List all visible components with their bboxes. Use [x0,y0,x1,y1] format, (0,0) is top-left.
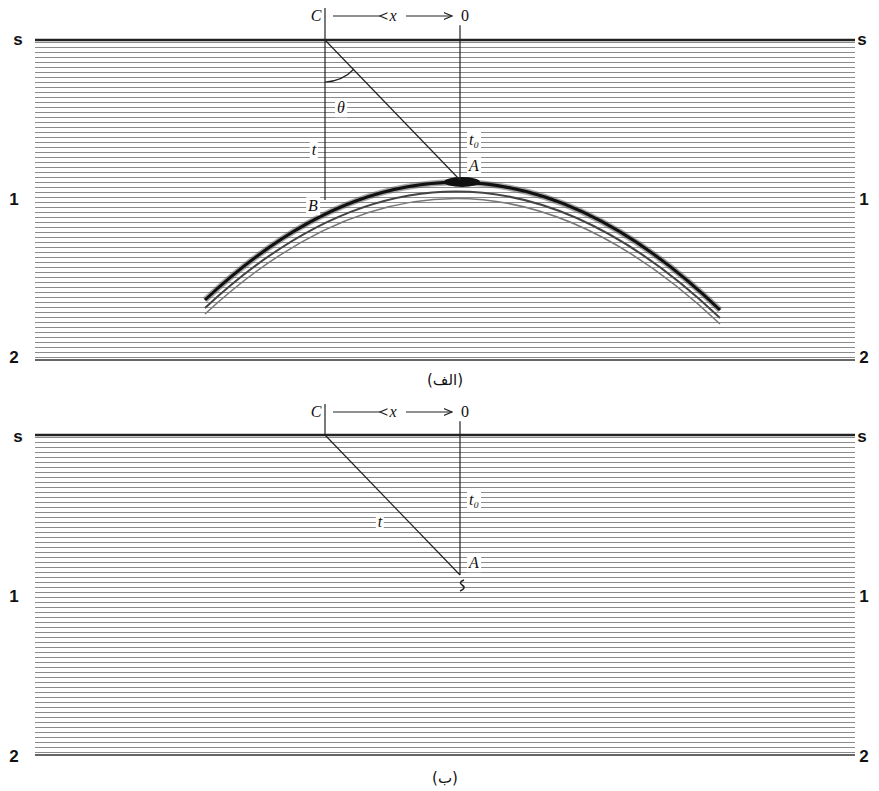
axis-tick: s [855,428,868,447]
axis-tick: s [11,428,24,447]
trace-field [35,40,855,360]
geometry-lines [325,8,460,200]
point-label: 0 [459,403,471,421]
time-label: t [376,513,384,531]
point-label: C [309,403,324,421]
distance-label: x [387,7,398,25]
diffraction-hyperbola [205,177,720,324]
time-label: t [310,141,318,159]
axis-tick: 1 [7,191,20,210]
axis-tick: 2 [7,349,20,368]
axis-tick: s [855,31,868,50]
point-label: C [309,7,324,25]
axis-tick: 1 [7,588,20,607]
trace-field [35,435,855,755]
axis-tick: 1 [857,191,870,210]
time-label: t₀ [467,491,481,509]
panel-label: (ب) [430,770,460,787]
time-label: t₀ [467,131,481,149]
point-label: B [306,197,320,215]
geometry-lines [325,404,464,591]
angle-label: θ [335,99,347,117]
point-label: A [467,554,481,572]
axis-tick: 2 [857,748,870,767]
axis-tick: 2 [7,748,20,767]
point-label: A [467,157,481,175]
axis-tick: s [11,31,24,50]
panel-label: (الف) [425,372,465,389]
distance-label: x [387,403,398,421]
axis-tick: 2 [857,349,870,368]
point-label: 0 [459,7,471,25]
axis-tick: 1 [857,588,870,607]
